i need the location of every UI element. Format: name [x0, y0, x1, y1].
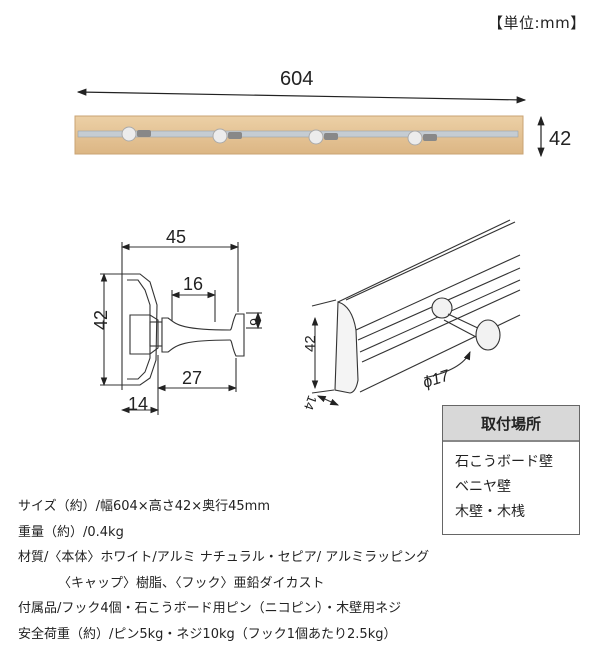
svg-text:16: 16 [183, 274, 203, 294]
svg-text:27: 27 [182, 368, 202, 388]
table-row: 木壁・木桟 [455, 504, 525, 520]
unit-label: 【単位:mm】 [488, 14, 586, 32]
table-row: 石こうボード壁 [455, 454, 553, 470]
mount-location-table: 取付場所 石こうボード壁 ベニヤ壁 木壁・木桟 [442, 405, 580, 535]
hook-icon [121, 126, 437, 146]
perspective-view [311, 219, 521, 406]
svg-text:14: 14 [128, 394, 148, 414]
spec-accessories: 付属品/フック4個・石こうボード用ピン（ニコピン）・木壁用ネジ [18, 601, 402, 616]
table-row: ベニヤ壁 [455, 479, 511, 495]
svg-text:45: 45 [166, 227, 186, 247]
spec-material-2: 〈キャップ〉樹脂、〈フック〉亜鉛ダイカスト [58, 575, 325, 591]
section-view [100, 242, 262, 415]
spec-material: 材質/〈本体〉ホワイト/アルミ ナチュラル・セピア/ アルミラッピング [18, 550, 430, 565]
spec-size: サイズ（約）/幅604×高さ42×奥行45mm [18, 499, 270, 514]
spec-load: 安全荷重（約）/ピン5kg・ネジ10kg（フック1個あたり2.5kg） [18, 626, 397, 642]
svg-text:42: 42 [302, 335, 319, 352]
svg-text:14: 14 [301, 393, 320, 412]
svg-text:42: 42 [91, 310, 111, 330]
svg-text:6: 6 [247, 318, 263, 326]
front-view [74, 88, 545, 158]
dim-42: 42 [549, 128, 571, 150]
spec-weight: 重量（約）/0.4kg [18, 524, 124, 540]
table-header: 取付場所 [443, 406, 579, 442]
dim-604: 604 [280, 68, 313, 90]
spec-list: サイズ（約）/幅604×高さ42×奥行45mm 重量（約）/0.4kg 材質/〈… [18, 494, 598, 647]
